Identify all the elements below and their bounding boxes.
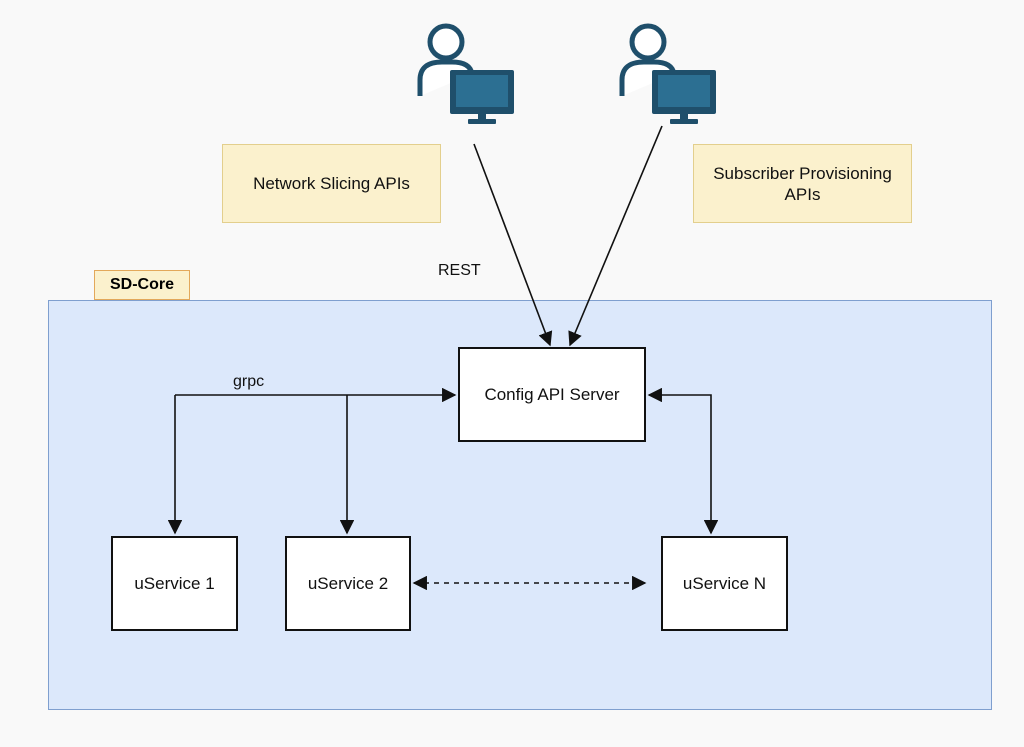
edge-user-right-to-config (568, 125, 663, 347)
subscriber-provisioning-apis-note: Subscriber Provisioning APIs (693, 144, 912, 223)
uservice-2-node: uService 2 (285, 536, 411, 631)
config-api-server-node: Config API Server (458, 347, 646, 442)
rest-edge-label: REST (438, 262, 481, 279)
edge-user-left-to-config (473, 143, 553, 347)
uservice-1-node: uService 1 (111, 536, 238, 631)
sd-core-label: SD-Core (94, 270, 190, 300)
uservice-n-node: uService N (661, 536, 788, 631)
network-slicing-apis-note: Network Slicing APIs (222, 144, 441, 223)
grpc-edge-label: grpc (233, 373, 265, 390)
edge-config-to-uservice-n (647, 387, 719, 535)
user-with-computer-icon (619, 23, 716, 124)
user-with-computer-icon (417, 23, 514, 124)
